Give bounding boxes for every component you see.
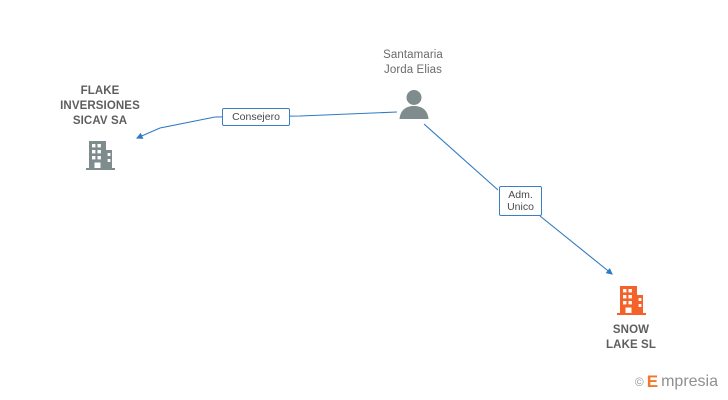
node-label-company-1: FLAKE INVERSIONES SICAV SA <box>60 85 140 127</box>
building-icon[interactable] <box>617 283 646 320</box>
watermark-copyright: © <box>634 375 644 389</box>
edge-line-adm-unico-b <box>539 215 613 275</box>
watermark-brand-rest: mpresia <box>661 373 718 390</box>
building-icon-glyph <box>617 286 646 315</box>
person-icon-glyph <box>399 90 429 119</box>
edge-line-adm-unico-a <box>423 123 499 191</box>
person-icon[interactable] <box>397 88 431 125</box>
building-icon-glyph <box>86 141 115 170</box>
node-label-company-2: SNOW LAKE SL <box>606 324 656 351</box>
edge-line-consejero-arrow <box>135 116 216 139</box>
edge-label-adm-unico[interactable]: Adm. Unico <box>499 186 542 216</box>
node-label-person-1: Santamaria Jorda Elias <box>383 49 443 76</box>
watermark-brand-accent: E <box>646 372 659 391</box>
edge-label-consejero[interactable]: Consejero <box>222 108 290 126</box>
building-icon[interactable] <box>86 138 115 175</box>
